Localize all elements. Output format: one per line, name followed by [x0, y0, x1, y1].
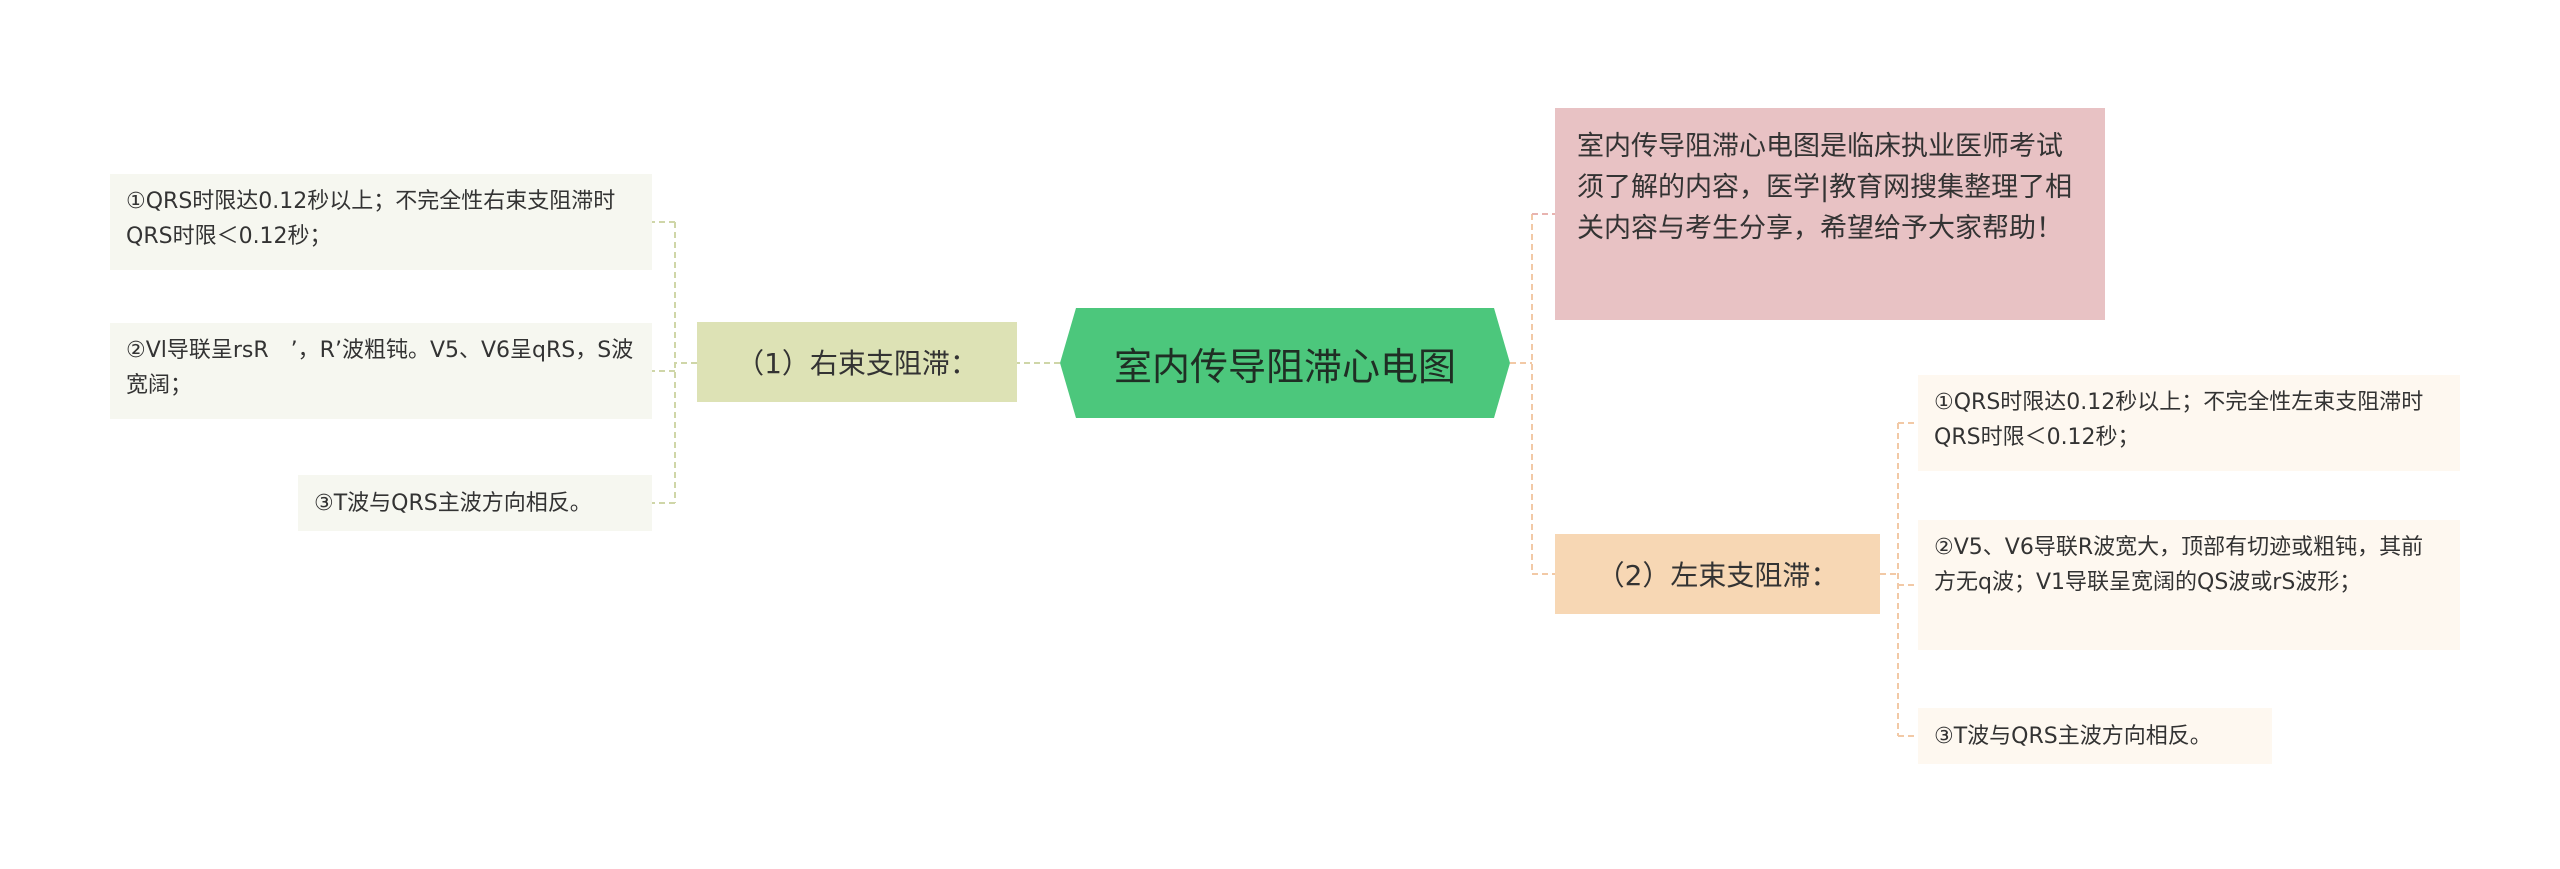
branch-label: （1）右束支阻滞： — [736, 347, 978, 380]
leaf-text: ①QRS时限达0.12秒以上；不完全性右束支阻滞时QRS时限＜0.12秒； — [126, 189, 616, 249]
leaf-text: ①QRS时限达0.12秒以上；不完全性左束支阻滞时QRS时限＜0.12秒； — [1934, 390, 2424, 450]
leaf-lbbb-criterion-1[interactable]: ①QRS时限达0.12秒以上；不完全性左束支阻滞时QRS时限＜0.12秒； — [1918, 375, 2460, 471]
leaf-text: ③T波与QRS主波方向相反。 — [1934, 723, 2212, 749]
leaf-lbbb-criterion-3[interactable]: ③T波与QRS主波方向相反。 — [1918, 708, 2272, 764]
leaf-text: ③T波与QRS主波方向相反。 — [314, 490, 592, 516]
leaf-text: ②V5、V6导联R波宽大，顶部有切迹或粗钝，其前方无q波；V1导联呈宽阔的QS波… — [1934, 535, 2424, 595]
root-topic-label: 室内传导阻滞心电图 — [1113, 344, 1456, 389]
branch-right-bundle-block[interactable]: （1）右束支阻滞： — [697, 322, 1017, 402]
branch-left-bundle-block[interactable]: （2）左束支阻滞： — [1555, 534, 1880, 614]
branch-label: （2）左束支阻滞： — [1596, 559, 1839, 592]
intro-note-text: 室内传导阻滞心电图是临床执业医师考试须了解的内容，医学|教育网搜集整理了相关内容… — [1577, 131, 2073, 244]
leaf-rbbb-criterion-3[interactable]: ③T波与QRS主波方向相反。 — [298, 475, 652, 531]
intro-note[interactable]: 室内传导阻滞心电图是临床执业医师考试须了解的内容，医学|教育网搜集整理了相关内容… — [1555, 108, 2105, 320]
leaf-rbbb-criterion-2[interactable]: ②Vl导联呈rsR ’，R’波粗钝。V5、V6呈qRS，S波宽阔； — [110, 323, 652, 419]
root-topic[interactable]: 室内传导阻滞心电图 — [1060, 308, 1510, 418]
leaf-lbbb-criterion-2[interactable]: ②V5、V6导联R波宽大，顶部有切迹或粗钝，其前方无q波；V1导联呈宽阔的QS波… — [1918, 520, 2460, 650]
leaf-rbbb-criterion-1[interactable]: ①QRS时限达0.12秒以上；不完全性右束支阻滞时QRS时限＜0.12秒； — [110, 174, 652, 270]
leaf-text: ②Vl导联呈rsR ’，R’波粗钝。V5、V6呈qRS，S波宽阔； — [126, 338, 634, 398]
